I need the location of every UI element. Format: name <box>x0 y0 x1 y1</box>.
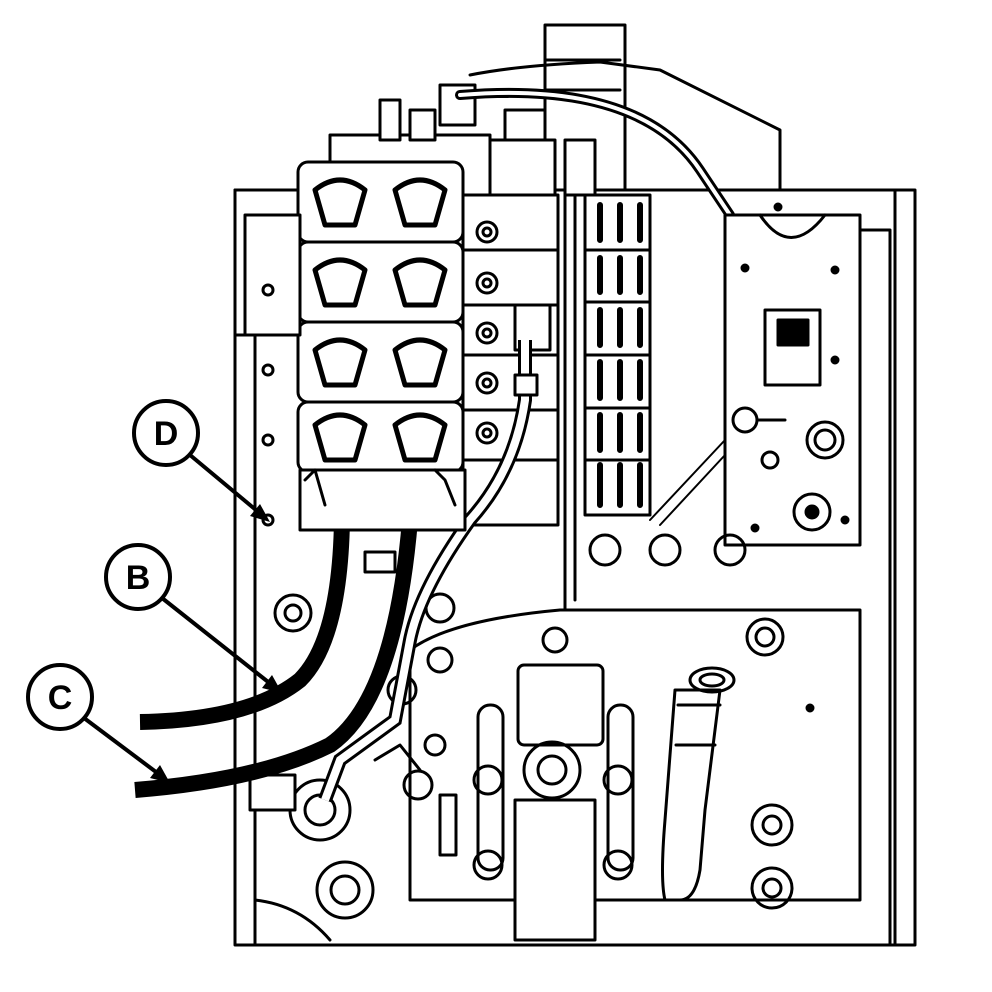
callout-c-label: C <box>48 679 73 717</box>
lower-manifold <box>408 533 862 942</box>
terminal-strip <box>563 193 652 617</box>
left-lower-bosses <box>248 592 456 942</box>
callout-c-arrowhead <box>150 765 170 783</box>
callout-c-circle <box>26 663 94 731</box>
coil-stack-base-fittings <box>298 468 467 574</box>
solenoid-coil-2 <box>296 240 465 324</box>
solenoid-coil-stack <box>243 160 465 527</box>
solenoid-coil-1 <box>296 160 465 244</box>
callout-d-leader <box>188 453 264 517</box>
callout-d-circle <box>132 399 200 467</box>
callout-b-leader <box>160 596 274 687</box>
callout-b-label: B <box>126 559 151 597</box>
callout-d: D <box>132 399 270 522</box>
callout-d-arrowhead <box>250 504 270 522</box>
control-module <box>649 202 862 547</box>
solenoid-coil-3 <box>296 320 465 404</box>
pilot-hose <box>318 340 539 803</box>
callout-b: B <box>104 543 282 693</box>
callout-d-label: D <box>154 415 179 453</box>
callout-b-arrowhead <box>262 675 282 693</box>
valve-body-block <box>461 193 560 527</box>
callout-c: C <box>26 663 170 783</box>
small-fitting-cluster <box>373 733 458 857</box>
callout-b-circle <box>104 543 172 611</box>
elbow-fitting <box>661 666 736 902</box>
solenoid-coil-4 <box>296 400 465 474</box>
callout-c-leader <box>82 716 162 777</box>
